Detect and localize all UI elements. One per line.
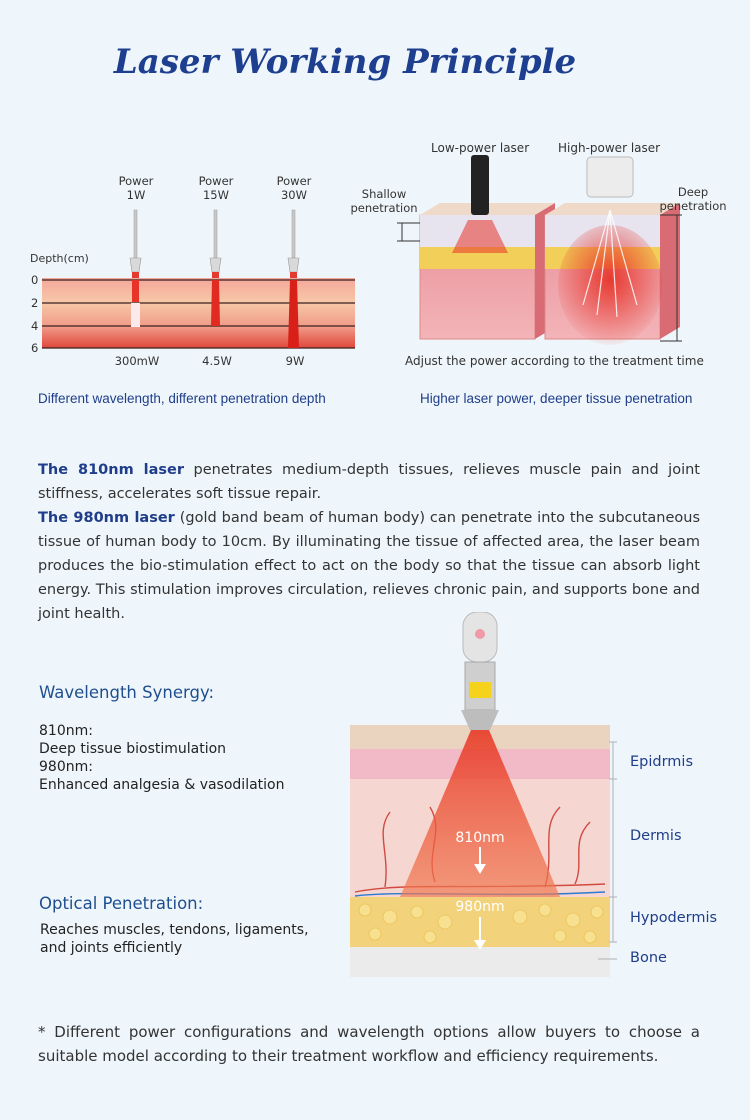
hypodermis-label: Hypodermis	[630, 910, 718, 926]
power-penetration-figure: Low-power laser High-power laser Shallow…	[345, 135, 740, 380]
paragraph-980nm-lead: The 980nm laser	[38, 510, 175, 526]
high-power-label: High-power laser	[558, 141, 661, 155]
synergy-list: 810nm: Deep tissue biostimulation 980nm:…	[39, 722, 284, 794]
paragraph-810nm-text: penetrates medium-depth tissues, relieve…	[38, 462, 700, 502]
synergy-line-1: 810nm:	[39, 723, 93, 739]
left-figure-caption: Different wavelength, different penetrat…	[38, 391, 326, 406]
optical-line-1: Reaches muscles, tendons, ligaments,	[40, 922, 309, 938]
depth-tick-4: 4	[31, 319, 39, 333]
depth-tick-2: 2	[31, 296, 39, 310]
beam-980nm-label: 980nm	[455, 899, 505, 915]
synergy-line-2: Deep tissue biostimulation	[39, 741, 227, 757]
optical-heading: Optical Penetration:	[39, 894, 204, 913]
depth-chart-illustration	[42, 209, 355, 349]
tissue-diagram: 810nm 980nm	[345, 611, 620, 978]
depth-tick-6: 6	[31, 341, 39, 355]
bone-label: Bone	[630, 950, 667, 966]
right-figure-caption: Higher laser power, deeper tissue penetr…	[420, 391, 693, 406]
epidermis-label: Epidrmis	[630, 754, 694, 770]
probe-15w	[209, 209, 222, 326]
page-title: Laser Working Principle	[113, 42, 577, 82]
optical-list: Reaches muscles, tendons, ligaments, and…	[40, 921, 309, 957]
adjust-power-label: Adjust the power according to the treatm…	[405, 354, 704, 368]
depth-tick-0: 0	[31, 273, 39, 287]
depth-axis-label: Depth(cm)	[30, 252, 89, 265]
footnote: * Different power configurations and wav…	[38, 1023, 700, 1065]
paragraph-810nm-lead: The 810nm laser	[38, 462, 185, 478]
synergy-line-4: Enhanced analgesia & vasodilation	[39, 777, 285, 793]
probe-30w	[287, 209, 300, 348]
dermis-label: Dermis	[630, 828, 682, 844]
paragraph-980nm-text: (gold band beam of human body) can penet…	[38, 510, 701, 622]
beam-810nm-label: 810nm	[455, 830, 505, 846]
tissue-illustration	[350, 611, 617, 977]
probe-1w	[129, 209, 142, 327]
paragraph-810nm: The 810nm laser penetrates medium-depth …	[38, 458, 700, 506]
skin-block-illustration	[397, 155, 682, 345]
bottom-label-2: 4.5W	[202, 354, 232, 368]
synergy-heading: Wavelength Synergy:	[39, 683, 215, 702]
synergy-line-3: 980nm:	[39, 759, 93, 775]
low-power-label: Low-power laser	[431, 141, 530, 155]
bottom-label-3: 9W	[285, 354, 305, 368]
bottom-label-1: 300mW	[114, 354, 160, 368]
optical-line-2: and joints efficiently	[40, 940, 183, 956]
paragraph-980nm: The 980nm laser (gold band beam of human…	[38, 506, 700, 626]
